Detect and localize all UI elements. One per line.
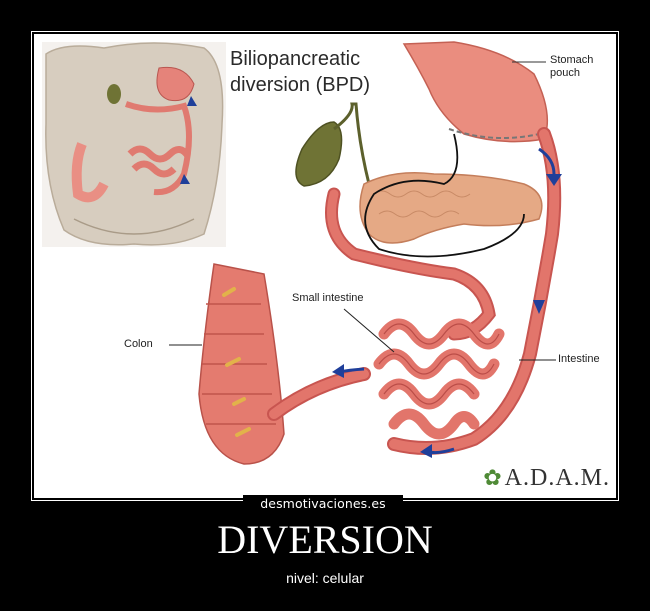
label-small-intestine: Small intestine (292, 292, 364, 304)
adam-logo: ✿A.D.A.M. (483, 465, 610, 492)
leaf-icon: ✿ (483, 465, 503, 490)
label-intestine: Intestine (558, 353, 600, 365)
colon (198, 263, 371, 465)
adam-logo-text: A.D.A.M. (504, 465, 610, 491)
diagram-title-line1: Biliopancreatic (230, 48, 361, 70)
intestine-limb (387, 127, 562, 455)
label-colon: Colon (124, 338, 153, 350)
biliopancreatic-limb (325, 187, 496, 341)
small-intestine-coils (373, 318, 505, 440)
anatomy-illustration (42, 41, 562, 465)
gallbladder (295, 102, 371, 187)
body-inset (42, 42, 226, 247)
stomach-pouch (402, 41, 549, 143)
poster-subtitle: nivel: celular (286, 570, 364, 586)
label-stomach-pouch-line1: Stomach (550, 54, 594, 66)
diagram-image: Biliopancreatic diversion (BPD) Stomach … (34, 34, 616, 498)
label-stomach-pouch-line2: pouch (550, 67, 580, 79)
poster-title: DIVERSION (217, 517, 433, 562)
diagram-title-line2: diversion (BPD) (230, 74, 371, 96)
flow-arrows (332, 147, 562, 458)
removed-stomach-outline (364, 133, 525, 258)
site-watermark: desmotivaciones.es (243, 495, 403, 513)
pancreas (359, 172, 543, 244)
